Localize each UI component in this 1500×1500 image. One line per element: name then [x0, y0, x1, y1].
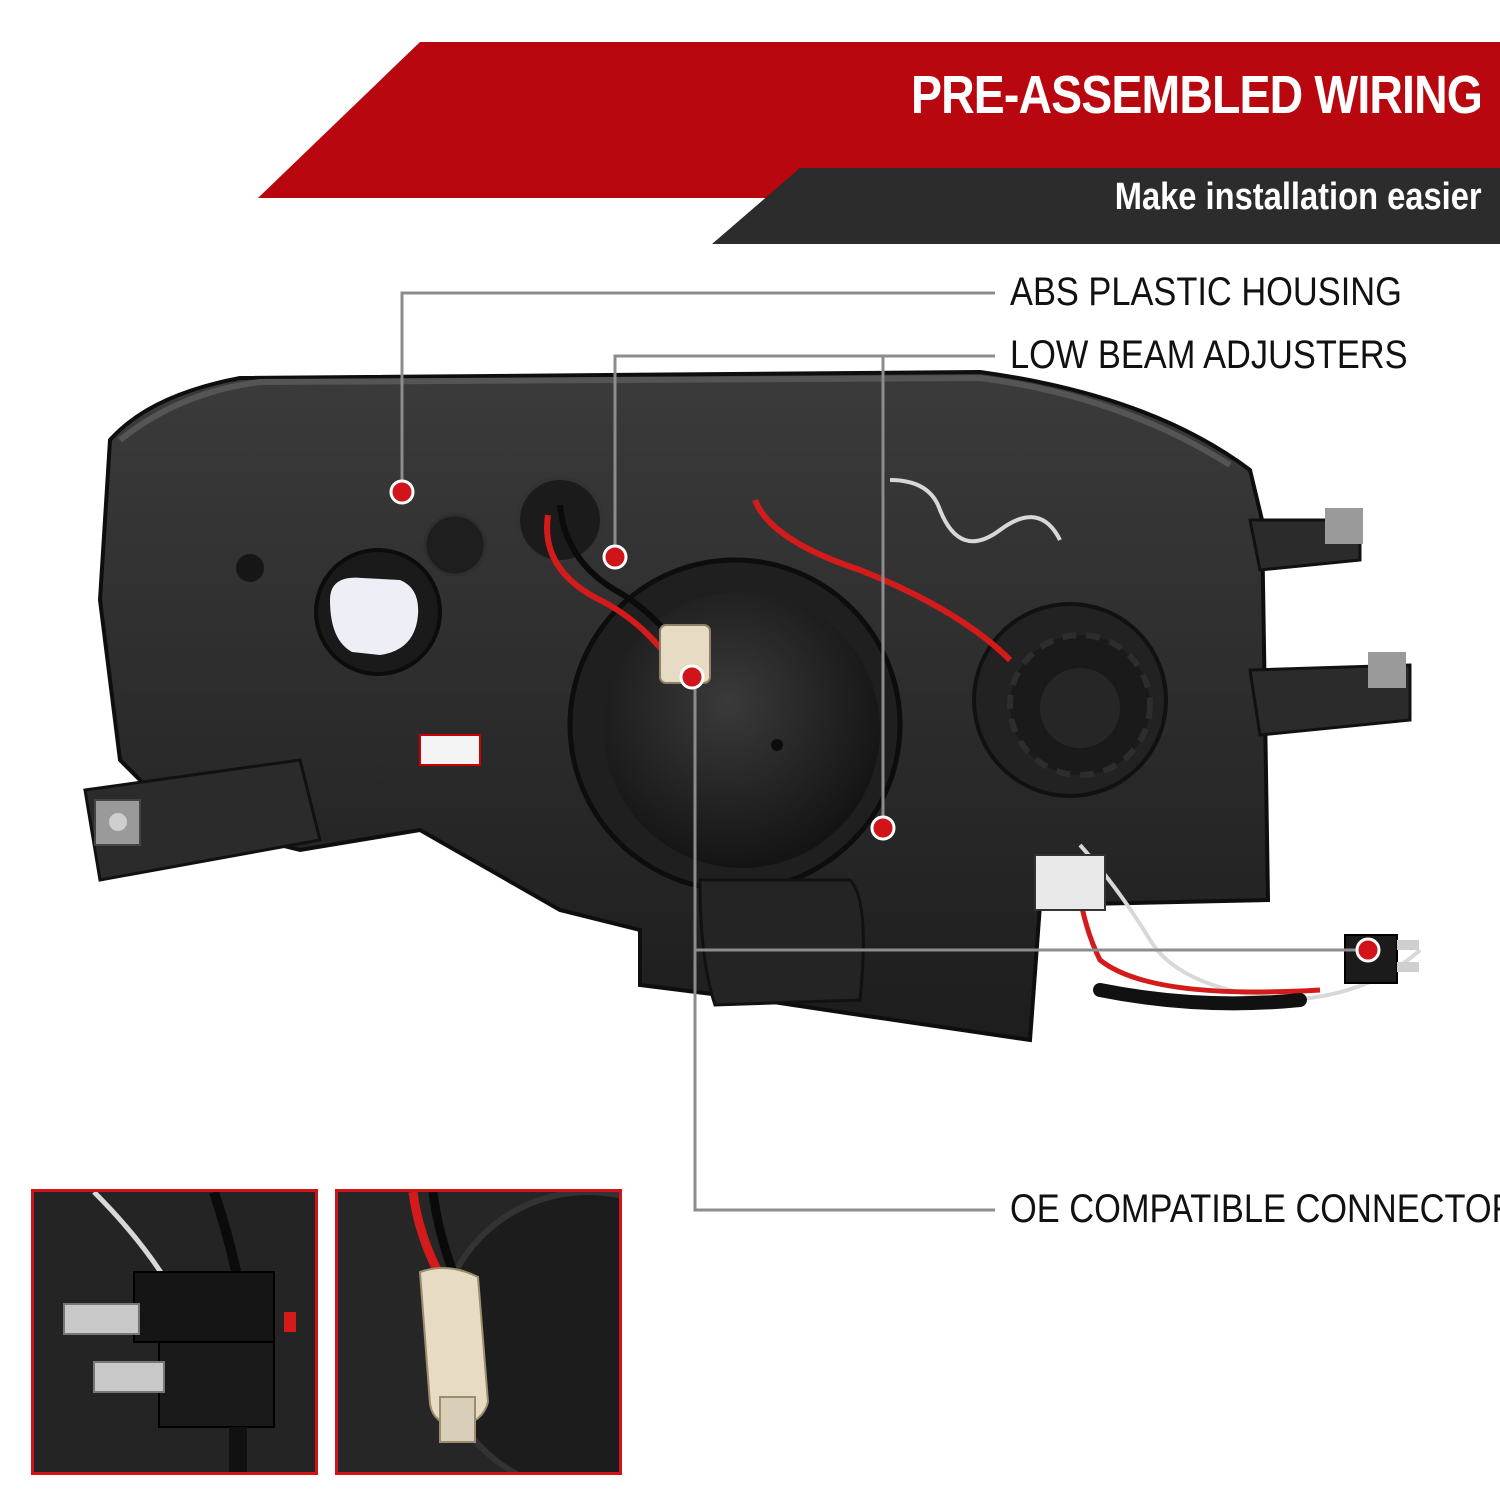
- wiring-module: [1034, 854, 1106, 911]
- marker-connector-wedge: [679, 664, 705, 690]
- banner-title: PRE-ASSEMBLED WIRING: [910, 65, 1483, 125]
- leader-housing: [400, 291, 995, 492]
- right-clip-upper: [1325, 508, 1363, 544]
- leader-adjuster-left: [613, 354, 995, 557]
- rear-socket-middle: [423, 513, 487, 577]
- inset-wedge-wire-red: [408, 1192, 443, 1275]
- right-clip-lower: [1368, 652, 1406, 688]
- lower-housing-block: [698, 878, 865, 1007]
- inset-h4-plug-art: [34, 1192, 315, 1472]
- callout-low-beam-adjusters: LOW BEAM ADJUSTERS: [1010, 333, 1408, 377]
- inset-wedge-connector: [335, 1189, 622, 1475]
- inset-h4-pin-2: [93, 1361, 165, 1393]
- left-clip-screw: [109, 813, 127, 831]
- rear-label-sticker: [419, 734, 481, 766]
- callout-markers: [389, 479, 1381, 963]
- bulb-access-opening: [330, 577, 419, 655]
- inset-wedge-slot: [439, 1396, 476, 1443]
- marker-housing: [389, 479, 415, 505]
- inset-wedge-body: [418, 1267, 490, 1429]
- callout-oe-compatible-connectors: OE COMPATIBLE CONNECTORS: [1010, 1187, 1500, 1231]
- wire-red-left: [544, 514, 673, 662]
- marker-adjuster-right: [870, 815, 896, 841]
- dust-cap-center: [771, 739, 783, 751]
- banner-subtitle: Make installation easier: [1115, 176, 1482, 218]
- inset-h4-pin-1: [63, 1303, 140, 1335]
- marker-connector-h4: [1355, 937, 1381, 963]
- wire-red-top: [752, 498, 1013, 663]
- leader-connectors: [693, 678, 995, 1212]
- inset-h4-red-tag: [284, 1312, 296, 1332]
- wire-white-top: [889, 478, 1062, 544]
- leader-lines: [400, 291, 1368, 1212]
- inset-h4-plug-body-top: [133, 1271, 275, 1343]
- rear-socket-small: [236, 554, 264, 582]
- housing-top-rim: [118, 374, 1232, 468]
- left-mount-bracket: [83, 758, 322, 882]
- wire-sleeve-lower: [1093, 983, 1307, 1011]
- inset-h4-plug: [31, 1189, 318, 1475]
- inset-wedge-connector-art: [338, 1192, 619, 1472]
- marker-adjuster-left: [602, 544, 628, 570]
- h4-plug-pin-1: [1397, 940, 1419, 950]
- h4-plug-pin-2: [1397, 962, 1419, 972]
- inset-h4-plug-body-bottom: [158, 1341, 275, 1428]
- callout-abs-plastic-housing: ABS PLASTIC HOUSING: [1010, 270, 1402, 314]
- inset-wedge-wire-black: [428, 1192, 458, 1274]
- high-beam-cap-center: [1040, 668, 1120, 748]
- inset-h4-tab: [229, 1427, 247, 1472]
